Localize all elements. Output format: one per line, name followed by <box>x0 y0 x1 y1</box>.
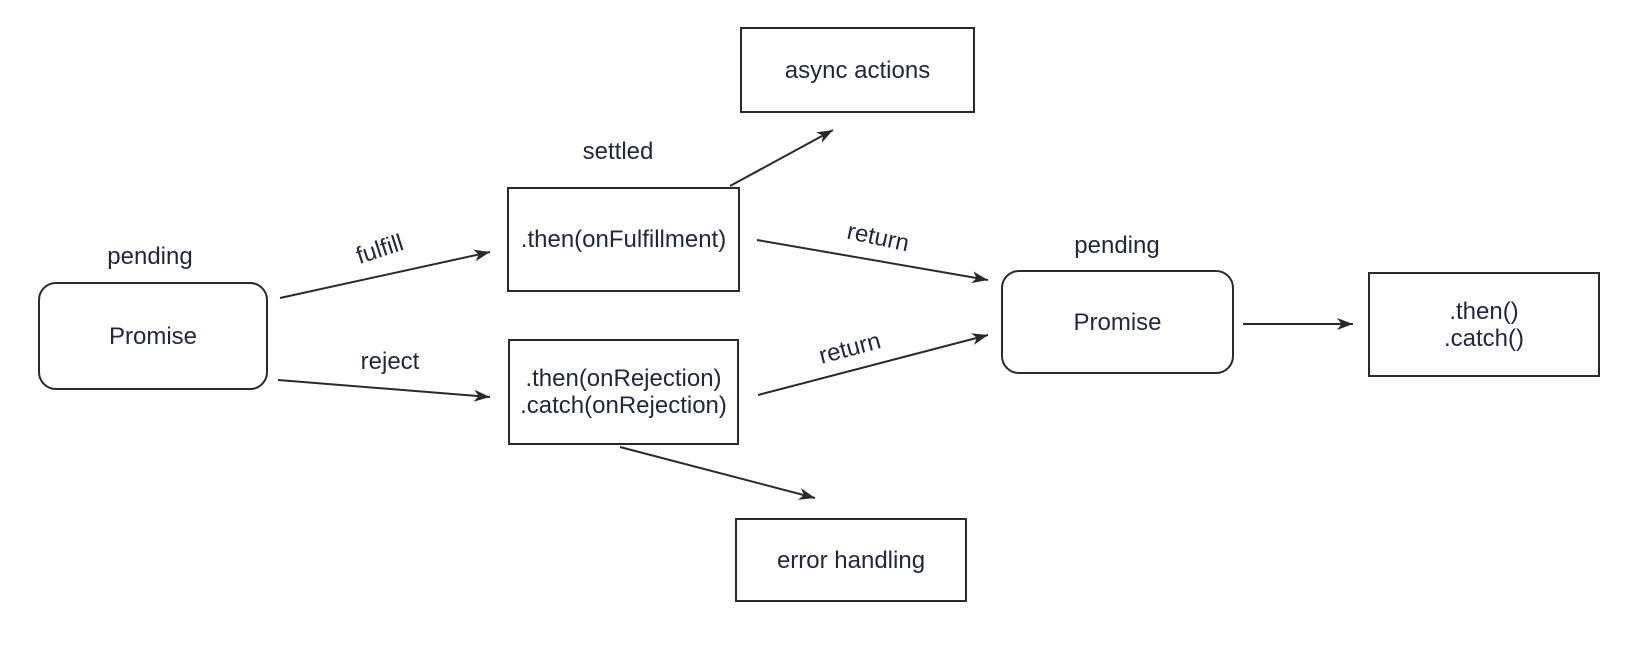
node-then-catch-onrejection: .then(onRejection) .catch(onRejection) <box>508 339 739 445</box>
node-catch-line: .catch() <box>1443 324 1524 352</box>
node-async-actions: async actions <box>740 27 975 113</box>
node-promise-initial: Promise <box>38 282 268 390</box>
edge-error-handling-arrow <box>619 446 816 500</box>
node-promise-initial-label: Promise <box>108 322 198 350</box>
edge-return-lower-arrow <box>757 333 989 396</box>
edge-async-actions-arrow <box>729 129 834 187</box>
node-catch-onrejection-line: .catch(onRejection) <box>520 392 727 419</box>
node-then-line: .then() <box>1449 297 1519 325</box>
edge-reject-arrow <box>277 379 491 402</box>
state-label-pending-initial: pending <box>107 243 193 270</box>
node-promise-new-label: Promise <box>1073 308 1162 336</box>
edge-return-upper-arrow <box>756 239 989 284</box>
edge-fulfill-arrow <box>279 249 491 299</box>
node-error-handling-label: error handling <box>776 546 926 574</box>
node-then-onfulfillment-label: .then(onFulfillment) <box>520 226 727 253</box>
node-then-onrejection-line: .then(onRejection) <box>525 365 722 392</box>
node-async-actions-label: async actions <box>784 56 931 84</box>
node-error-handling: error handling <box>735 518 967 602</box>
state-label-settled: settled <box>582 138 654 165</box>
state-label-pending-new: pending <box>1074 232 1160 259</box>
node-then-catch: .then() .catch() <box>1368 272 1600 377</box>
edge-label-reject: reject <box>360 348 420 375</box>
node-then-onfulfillment: .then(onFulfillment) <box>507 187 740 292</box>
node-promise-new: Promise <box>1001 270 1234 374</box>
